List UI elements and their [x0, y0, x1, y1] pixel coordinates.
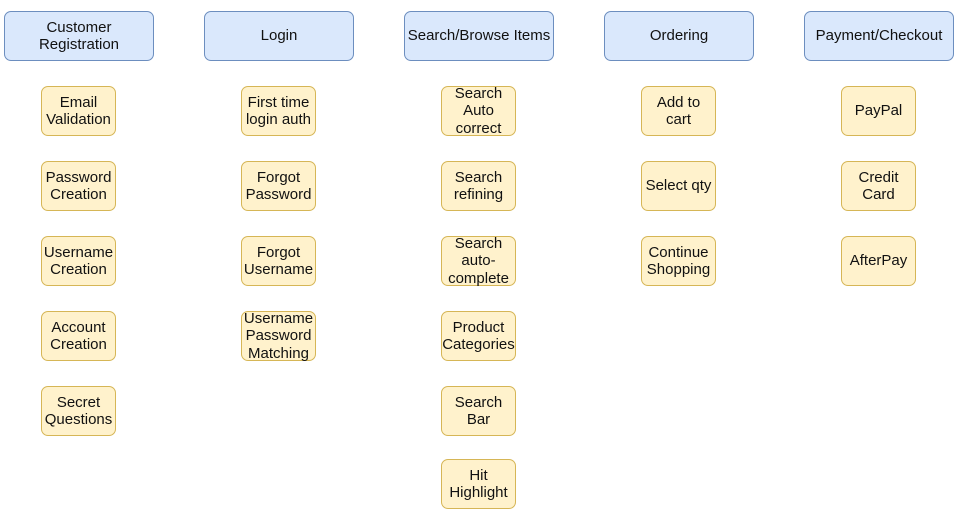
item-add-to-cart: Add to cart — [641, 86, 716, 136]
header-customer-registration: Customer Registration — [4, 11, 154, 61]
header-login: Login — [204, 11, 354, 61]
item-username-creation: Username Creation — [41, 236, 116, 286]
item-product-categories: Product Categories — [441, 311, 516, 361]
item-credit-card: Credit Card — [841, 161, 916, 211]
item-afterpay: AfterPay — [841, 236, 916, 286]
item-hit-highlight: Hit Highlight — [441, 459, 516, 509]
item-secret-questions: Secret Questions — [41, 386, 116, 436]
header-payment-checkout: Payment/Checkout — [804, 11, 954, 61]
item-password-creation: Password Creation — [41, 161, 116, 211]
item-forgot-username: Forgot Username — [241, 236, 316, 286]
item-search-auto-correct: Search Auto correct — [441, 85, 516, 137]
header-ordering: Ordering — [604, 11, 754, 61]
item-username-password-matching: Username Password Matching — [241, 310, 316, 362]
header-search-browse-items: Search/Browse Items — [404, 11, 554, 61]
item-email-validation: Email Validation — [41, 86, 116, 136]
item-paypal: PayPal — [841, 86, 916, 136]
item-account-creation: Account Creation — [41, 311, 116, 361]
item-search-auto-complete: Search auto- complete — [441, 235, 516, 287]
item-select-qty: Select qty — [641, 161, 716, 211]
item-continue-shopping: Continue Shopping — [641, 236, 716, 286]
item-search-refining: Search refining — [441, 161, 516, 211]
item-forgot-password: Forgot Password — [241, 161, 316, 211]
item-search-bar: Search Bar — [441, 386, 516, 436]
item-first-time-login-auth: First time login auth — [241, 86, 316, 136]
